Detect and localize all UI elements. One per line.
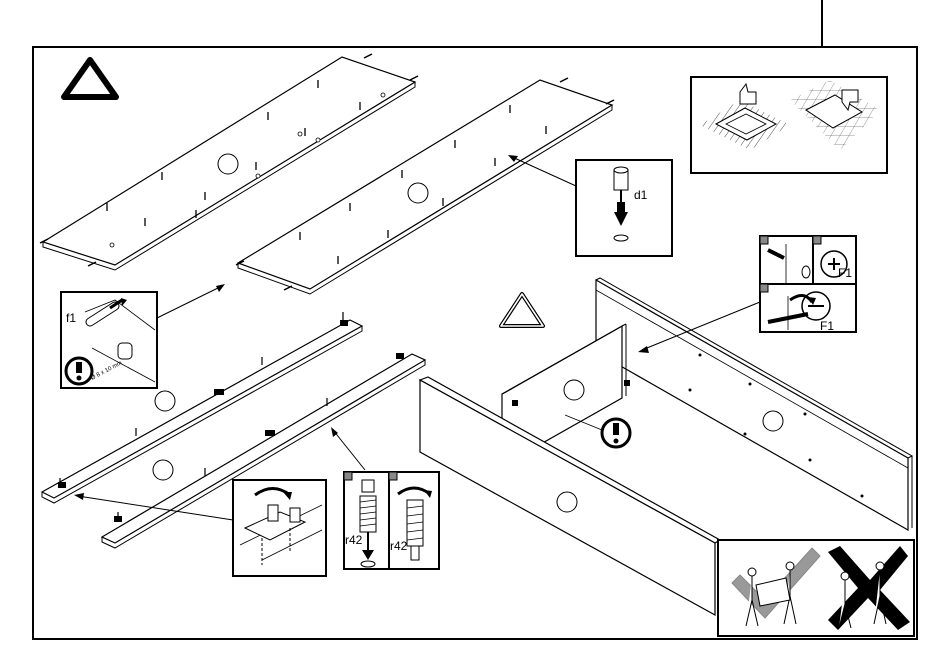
part-number-circle xyxy=(155,391,175,411)
leg-label-b: r42 xyxy=(390,539,408,553)
cam-lock-detail-box: F1 F1 xyxy=(760,236,856,333)
warning-triangle-outline-icon xyxy=(501,294,543,326)
leg-detail-box: r42 r42 xyxy=(344,472,439,569)
back-panel xyxy=(596,278,912,530)
exclamation-circle-icon xyxy=(66,358,92,384)
part-number-circle xyxy=(408,183,428,203)
dowel-label: d1 xyxy=(634,188,648,202)
floor-protection-box xyxy=(691,77,887,173)
part-number-circle xyxy=(564,380,584,400)
cam-bolt-label: f1 xyxy=(66,311,76,325)
pointer-arrow xyxy=(157,284,225,318)
part-number-circle xyxy=(153,460,173,480)
leg-label-a: r42 xyxy=(345,533,363,547)
part-number-circle xyxy=(763,411,783,431)
dowel-detail-box: d1 xyxy=(576,160,672,256)
warning-triangle-icon xyxy=(64,60,116,97)
connector-screw-detail-box xyxy=(233,480,326,576)
cam-lock-label-a: F1 xyxy=(838,266,852,280)
cam-lock-label-b: F1 xyxy=(820,319,834,333)
cam-bolt-detail-box: f1 Ø 8 x 10 mm xyxy=(61,292,157,388)
two-person-carry-box xyxy=(718,540,914,636)
pointer-arrow xyxy=(508,155,576,186)
part-number-circle xyxy=(557,492,577,512)
part-number-circle xyxy=(218,154,238,174)
